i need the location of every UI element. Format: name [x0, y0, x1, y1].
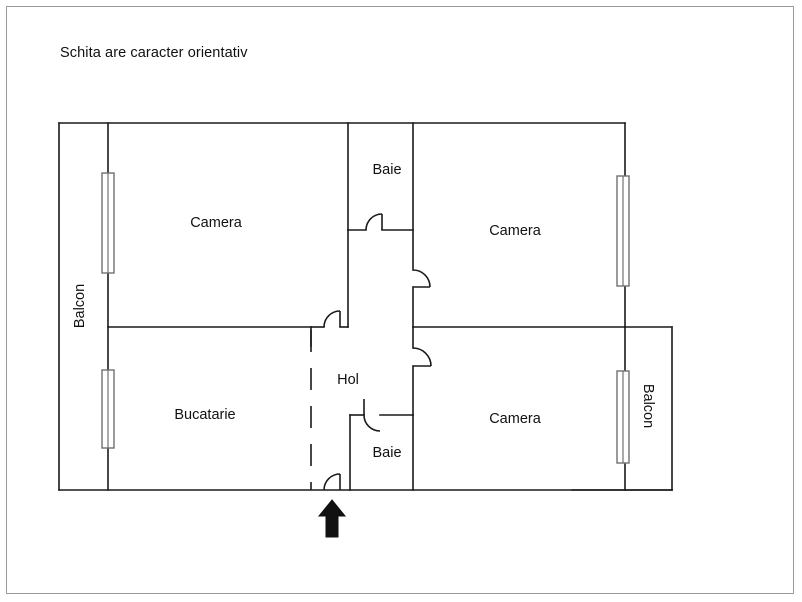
doors-group	[323, 213, 432, 491]
entrance-arrow	[317, 499, 347, 538]
room-label-balcon-right: Balcon	[640, 383, 656, 429]
window-balcon-left-lower	[101, 369, 115, 449]
windows-group	[101, 172, 630, 464]
room-label-baie-bottom: Baie	[372, 445, 402, 461]
walls-group	[58, 122, 673, 491]
room-label-camera-top-right: Camera	[489, 223, 541, 239]
door-camera-top-left	[323, 310, 341, 328]
room-label-camera-top-left: Camera	[190, 215, 242, 231]
page-title: Schita are caracter orientativ	[60, 45, 248, 61]
window-right-upper	[616, 175, 630, 287]
door-baie-bottom	[363, 399, 381, 432]
door-baie-top	[365, 213, 383, 231]
window-balcon-right-lower	[616, 370, 630, 464]
room-label-camera-bottom-right: Camera	[489, 411, 541, 427]
door-entrance	[323, 473, 341, 491]
room-label-hol: Hol	[337, 372, 359, 388]
door-camera-top-right	[412, 269, 431, 288]
door-camera-bottom-right	[412, 347, 432, 367]
window-balcon-left-upper	[101, 172, 115, 274]
room-label-baie-top: Baie	[372, 162, 402, 178]
room-label-balcon-left: Balcon	[72, 283, 88, 329]
room-label-bucatarie: Bucatarie	[174, 407, 236, 423]
